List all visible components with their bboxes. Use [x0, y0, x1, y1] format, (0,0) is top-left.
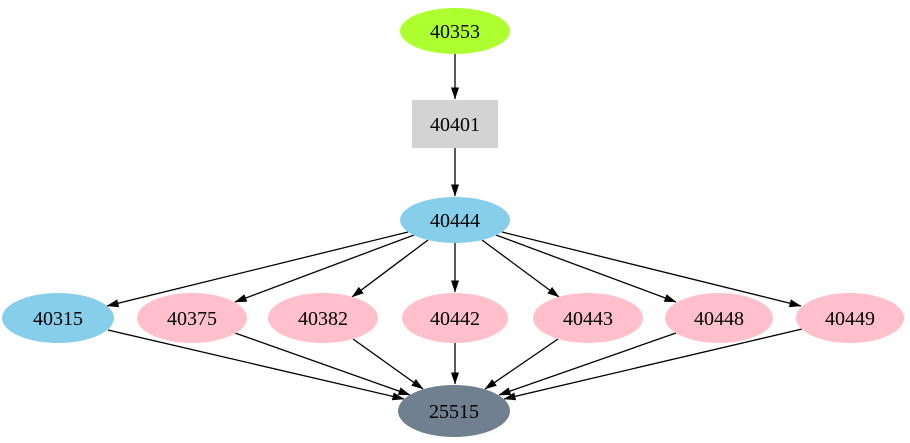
node-40353-label: 40353: [430, 21, 480, 43]
node-25515-shape: [398, 385, 510, 437]
node-40444-shape: [400, 197, 510, 243]
node-layer: 40353 40401 40444 40315 40375 40382 4044…: [2, 8, 904, 437]
node-40382: 40382: [268, 293, 378, 343]
node-40449-shape: [796, 293, 904, 343]
node-40401-label: 40401: [430, 114, 480, 136]
edge-40444-40382: [351, 239, 429, 298]
edge-40444-40315: [106, 231, 409, 308]
edge-40375-25515: [234, 332, 411, 396]
node-25515: 25515: [398, 385, 510, 437]
node-40401-shape: [412, 100, 498, 148]
node-40442: 40442: [402, 293, 508, 343]
edge-40444-40449: [501, 231, 802, 308]
edge-40444-40375: [234, 234, 415, 303]
node-40448-shape: [665, 293, 773, 343]
node-40315: 40315: [2, 293, 114, 343]
node-40448-label: 40448: [694, 308, 744, 330]
node-40375-label: 40375: [167, 308, 217, 330]
edge-layer: [106, 54, 803, 401]
node-40448: 40448: [665, 293, 773, 343]
edge-40382-25515: [352, 338, 424, 390]
node-40443-label: 40443: [563, 308, 613, 330]
edge-40443-25515: [484, 338, 559, 390]
edge-40444-40448: [495, 234, 677, 303]
node-40443-shape: [533, 293, 643, 343]
node-40442-shape: [402, 293, 508, 343]
node-40449: 40449: [796, 293, 904, 343]
node-40449-label: 40449: [825, 308, 875, 330]
edge-40315-25515: [107, 329, 405, 401]
node-40315-shape: [2, 293, 114, 343]
node-40382-shape: [268, 293, 378, 343]
edge-40448-25515: [498, 332, 677, 396]
node-40375-shape: [137, 293, 247, 343]
node-40353-shape: [400, 8, 510, 54]
node-40353: 40353: [400, 8, 510, 54]
node-40444: 40444: [400, 197, 510, 243]
node-40315-label: 40315: [33, 308, 83, 330]
node-40443: 40443: [533, 293, 643, 343]
node-40375: 40375: [137, 293, 247, 343]
node-25515-label: 25515: [429, 401, 479, 423]
edge-40449-25515: [503, 328, 803, 401]
node-40444-label: 40444: [430, 210, 480, 232]
edge-40444-40443: [481, 239, 560, 298]
node-40442-label: 40442: [430, 308, 480, 330]
node-40382-label: 40382: [298, 308, 348, 330]
node-40401: 40401: [412, 100, 498, 148]
